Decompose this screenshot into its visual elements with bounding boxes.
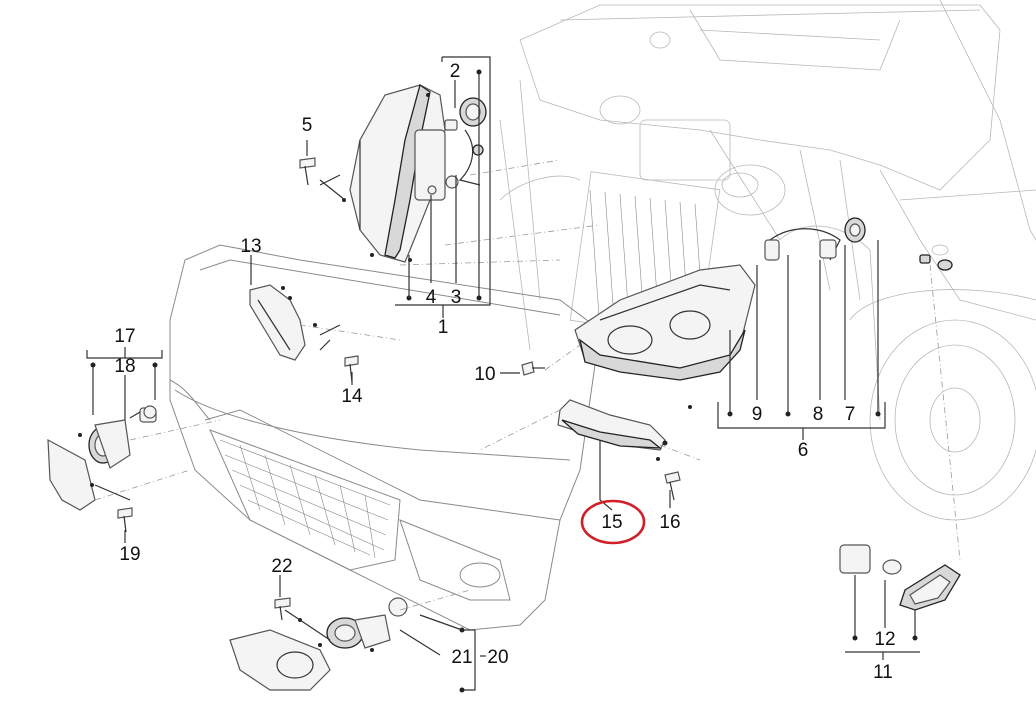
bumper-bracket <box>249 284 306 361</box>
callout-15: 15 <box>601 512 622 533</box>
callout-14: 14 <box>341 386 363 407</box>
callout-7: 7 <box>845 404 856 425</box>
callout-17: 17 <box>114 326 135 347</box>
callout-22: 22 <box>271 556 292 577</box>
callout-2: 2 <box>450 61 461 82</box>
callout-19: 19 <box>119 544 140 565</box>
leader-lines <box>86 56 920 693</box>
callout-12: 12 <box>874 629 895 650</box>
left-fog-lamp <box>47 405 157 511</box>
callout-20: 20 <box>487 647 508 668</box>
highlight-circle <box>580 499 646 545</box>
drl-lamp <box>557 399 668 451</box>
callout-3: 3 <box>451 287 462 308</box>
vehicle-body <box>499 0 1036 521</box>
side-marker-lamp <box>839 254 961 611</box>
right-fog-lamp <box>229 597 408 691</box>
callout-5: 5 <box>302 115 313 136</box>
callout-11: 11 <box>873 662 893 683</box>
callout-10: 10 <box>474 364 495 385</box>
callout-6: 6 <box>798 440 809 461</box>
left-headlamp <box>349 83 446 263</box>
callout-21: 21 <box>451 647 472 668</box>
callout-16: 16 <box>659 512 680 533</box>
right-headlamp <box>574 217 866 381</box>
callout-18: 18 <box>114 356 135 377</box>
front-bumper <box>169 244 601 631</box>
callout-9: 9 <box>752 404 763 425</box>
fasteners <box>78 93 692 652</box>
alignment-lines <box>94 159 961 611</box>
callout-labels: 1 2 3 4 5 6 7 8 9 10 11 12 13 14 15 16 1… <box>114 61 895 683</box>
callout-4: 4 <box>426 287 437 308</box>
callout-8: 8 <box>813 404 824 425</box>
callout-13: 13 <box>240 236 261 257</box>
callout-1: 1 <box>438 317 449 338</box>
